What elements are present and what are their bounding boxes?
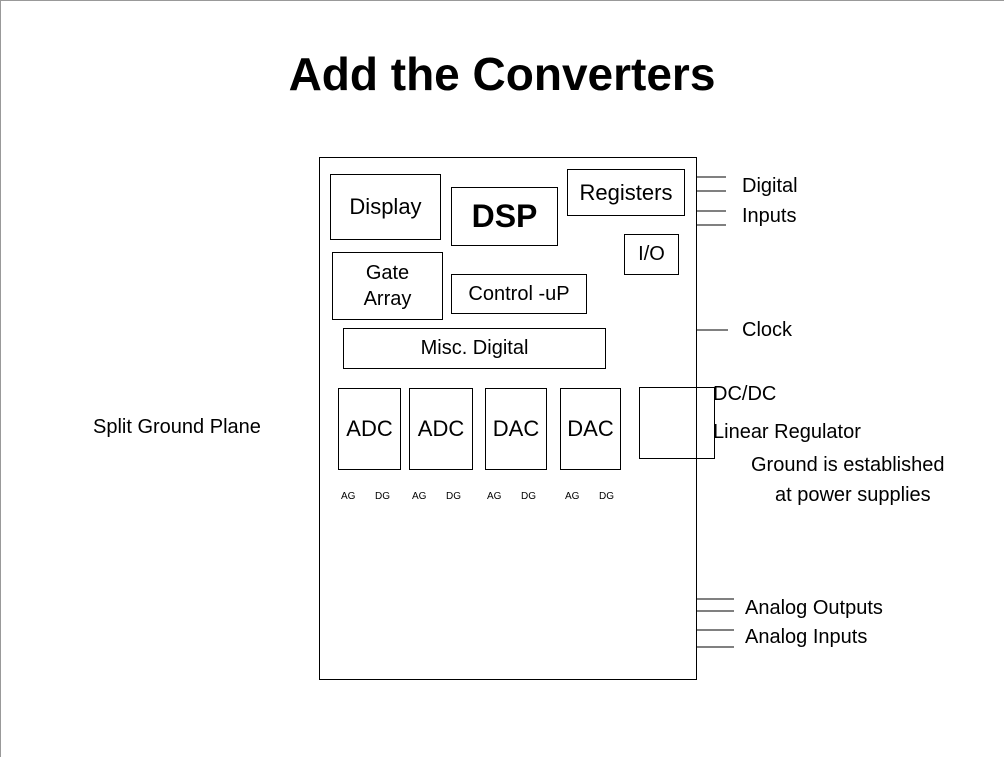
gate-array-label-line2: Array [363,288,412,310]
registers-label: Registers [579,179,673,205]
dcdc-label: DC/DC [713,383,777,405]
registers-block: Registers [567,169,685,216]
control-up-label: Control -uP [468,282,570,305]
dsp-label: DSP [471,198,538,234]
dg-label-4: DG [599,491,614,502]
ag-label-1: AG [341,491,356,502]
digital-label: Digital [742,175,798,197]
ag-label-2: AG [412,491,427,502]
power-supply-block [639,387,715,459]
inputs-label: Inputs [742,205,797,227]
misc-digital-label: Misc. Digital [420,337,529,359]
ground-note-line2: at power supplies [775,484,931,506]
adc-block-1: ADC [338,388,401,470]
dsp-block: DSP [451,187,558,246]
dg-label-1: DG [375,491,390,502]
adc-label-1: ADC [346,416,393,441]
slide-title: Add the Converters [288,48,716,100]
ground-note-line1: Ground is established [751,454,945,476]
dac-label-2: DAC [567,416,614,441]
display-block: Display [330,174,441,240]
clock-label: Clock [742,319,793,341]
split-ground-plane-label: Split Ground Plane [93,416,261,438]
analog-inputs-label: Analog Inputs [745,626,868,648]
gate-array-label-line1: Gate [365,262,410,284]
ag-label-3: AG [487,491,502,502]
io-block: I/O [624,234,679,275]
io-label: I/O [638,243,665,265]
display-label: Display [349,194,422,219]
dac-block-2: DAC [560,388,621,470]
control-up-block: Control -uP [451,274,587,314]
adc-block-2: ADC [409,388,473,470]
dg-label-3: DG [521,491,536,502]
analog-outputs-label: Analog Outputs [745,597,883,619]
dac-block-1: DAC [485,388,547,470]
linear-regulator-label: Linear Regulator [713,421,861,443]
gate-array-block: Gate Array [332,252,443,320]
adc-label-2: ADC [417,416,465,441]
ag-label-4: AG [565,491,580,502]
dg-label-2: DG [446,491,461,502]
dac-label-1: DAC [492,416,540,441]
misc-digital-block: Misc. Digital [343,328,606,369]
